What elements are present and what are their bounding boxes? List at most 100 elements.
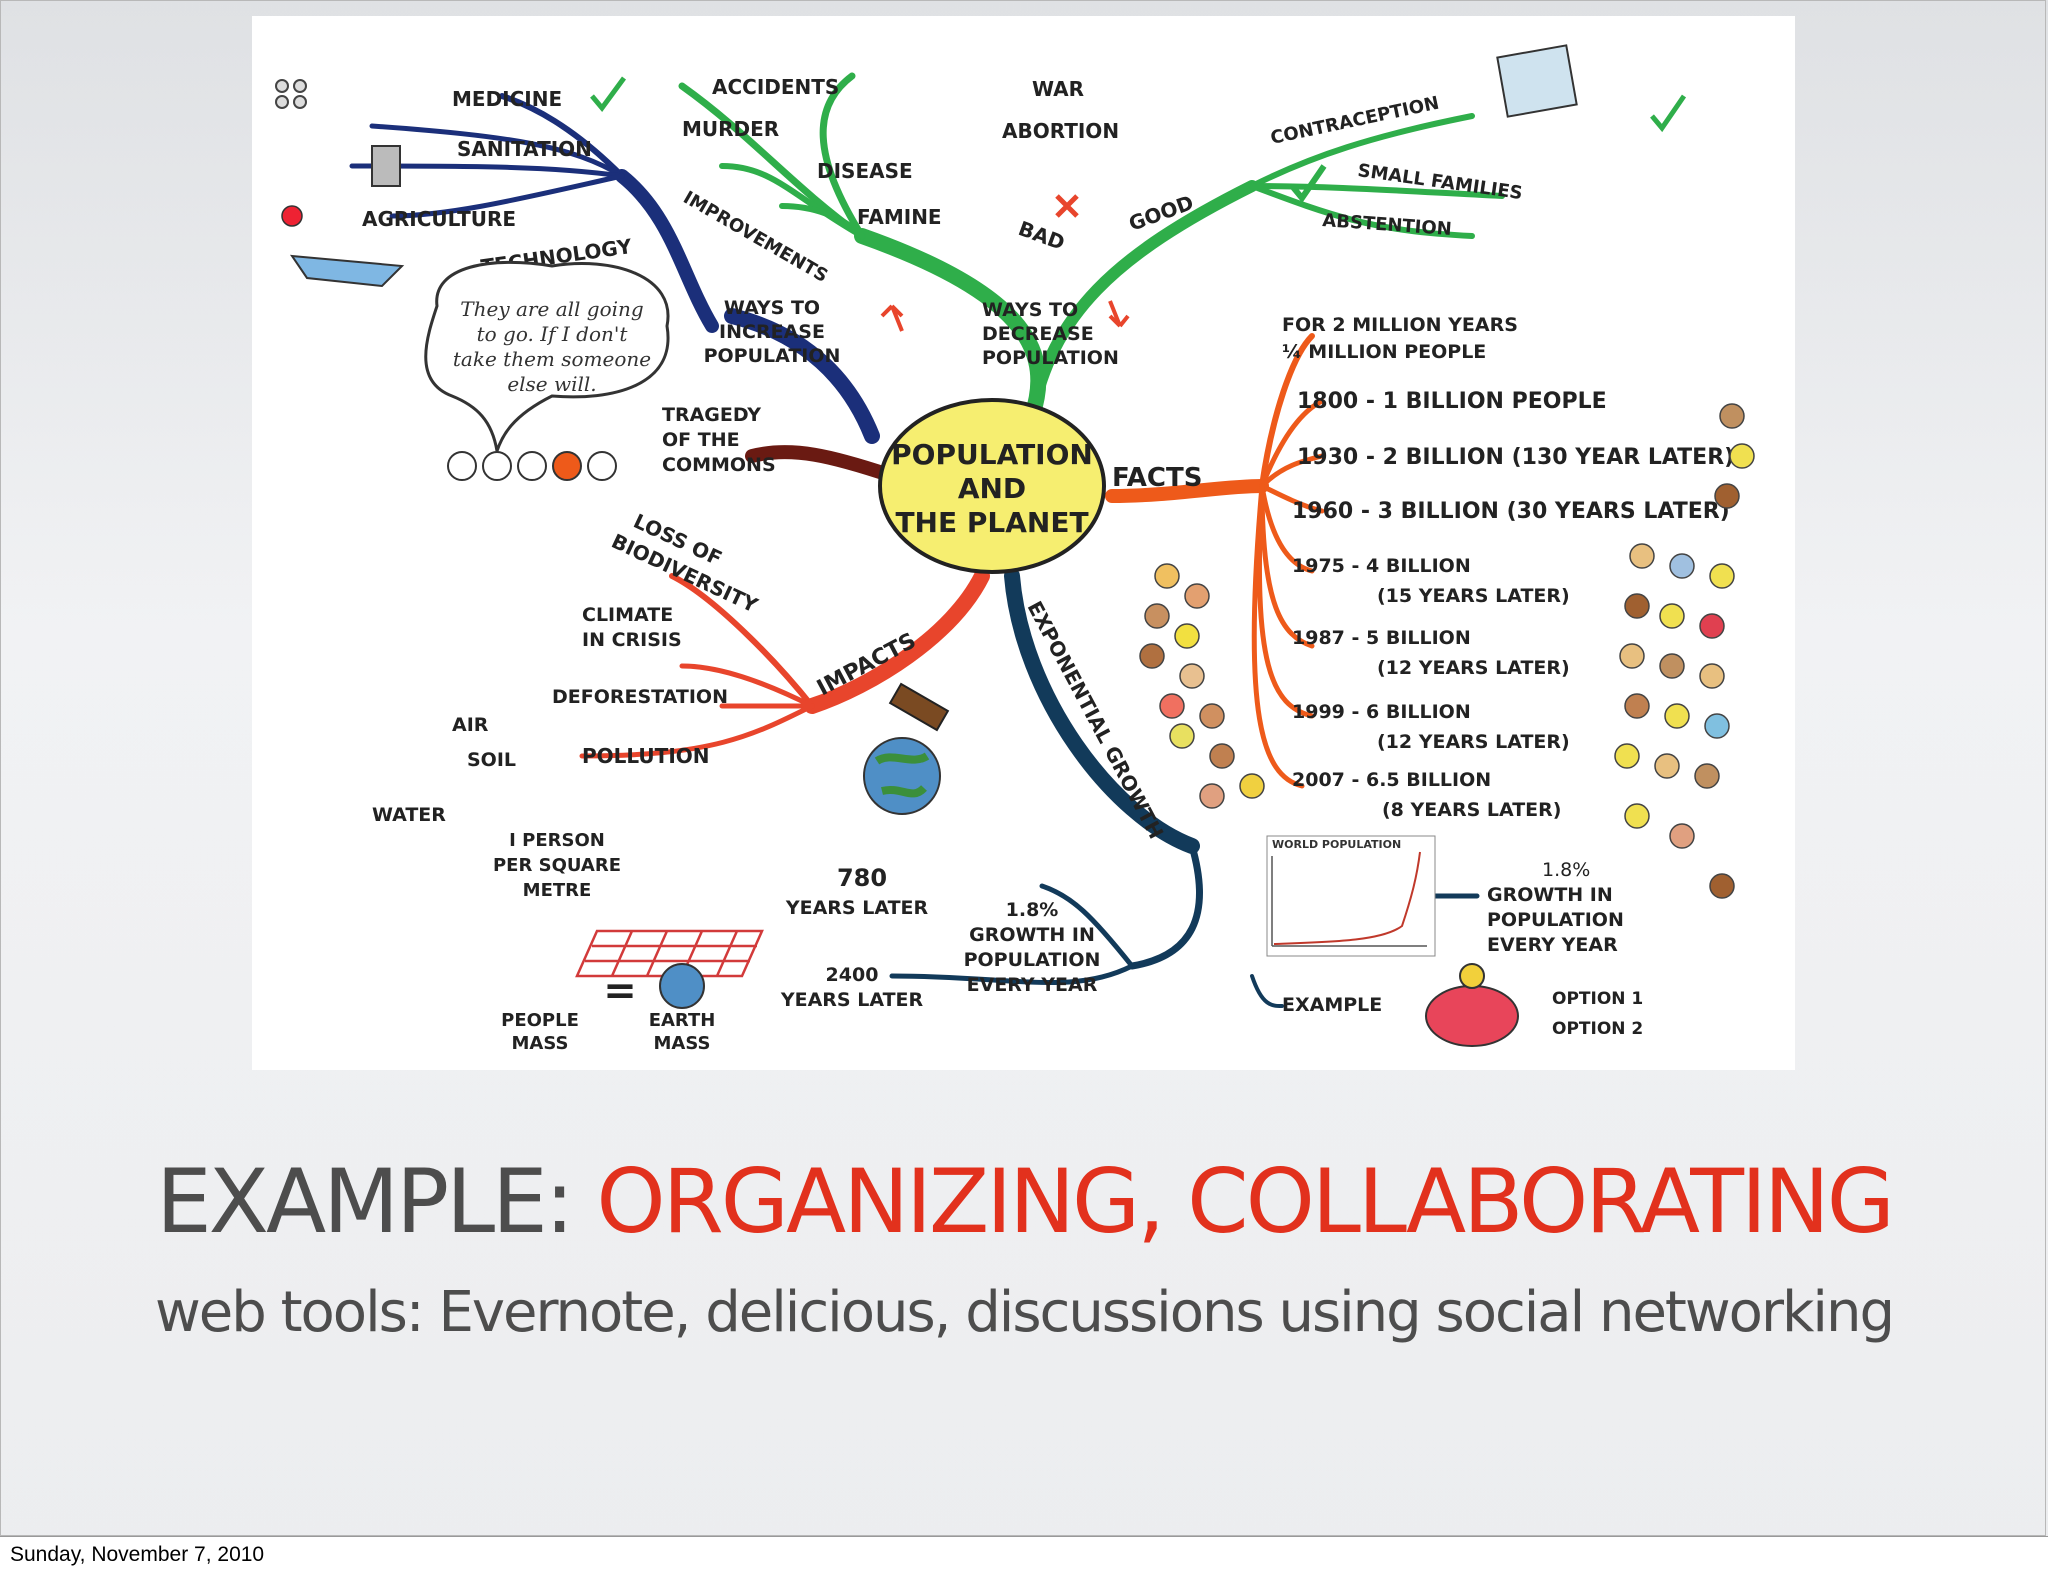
label-medicine: MEDICINE [452,87,562,111]
label-increase-3: POPULATION [704,345,841,367]
label-murder: MURDER [682,117,779,141]
label-option-1: OPTION 1 [1552,989,1643,1009]
label-accidents: ACCIDENTS [712,75,839,99]
trash-can-icon [371,145,401,187]
person-line-1: I PERSON [509,830,605,851]
label-air: AIR [452,714,489,736]
slide-title: EXAMPLE: ORGANIZING, COLLABORATING [0,1150,2048,1253]
branch-increase [615,169,719,333]
person-line-3: METRE [523,880,592,901]
center-node [878,398,1106,574]
rate-value: 1.8% [1542,859,1590,881]
title-accent: ORGANIZING, COLLABORATING [596,1150,1895,1253]
slide-frame [0,0,2046,1536]
years-780-value: 780 [837,864,887,892]
label-bad: BAD [1015,216,1068,255]
center-label-1: POPULATION [891,438,1093,471]
rate-line-3: EVERY YEAR [1487,934,1618,956]
label-increase-1: WAYS TO [724,297,820,319]
cross-icon [1055,194,1079,218]
square-grid-icon [575,929,764,978]
world-population-chart [1266,835,1436,957]
earth-icon [659,963,705,1009]
label-sanitation: SANITATION [457,137,592,161]
fact-4: 1960 - 3 BILLION (30 YEARS LATER) [1292,499,1730,524]
globe-icon [863,737,941,815]
label-abstention: ABSTENTION [1322,210,1453,240]
label-climate: CLIMATE [582,604,673,626]
hammer-icon [888,682,950,732]
pill-pack-icon [1496,44,1578,118]
fact-6-line-1: 1987 - 5 BILLION [1292,627,1471,649]
people-mass-1: PEOPLE [501,1010,579,1031]
fact-2: 1800 - 1 BILLION PEOPLE [1297,389,1607,414]
speech-line-3: take them someone [453,347,651,371]
label-option-2: OPTION 2 [1552,1019,1643,1039]
mind-map-image: POPULATION AND THE PLANET MEDICINE SANIT… [252,16,1795,1070]
label-tragedy-2: OF THE [662,429,740,451]
label-abortion: ABORTION [1002,119,1119,143]
rate-line-1: GROWTH IN [1487,884,1613,906]
up-arrow-icon [880,304,904,332]
fact-6-line-2: (12 YEARS LATER) [1377,657,1570,679]
footer-date: Sunday, November 7, 2010 [10,1543,265,1566]
fact-7-line-1: 1999 - 6 BILLION [1292,701,1471,723]
fact-1-line-2: ¼ MILLION PEOPLE [1282,341,1486,363]
label-small-families: SMALL FAMILIES [1356,160,1524,204]
chart-title: WORLD POPULATION [1272,838,1401,851]
check-icon [1289,164,1327,203]
years-2400-value: 2400 [826,964,879,986]
people-faces-cluster [1139,403,1755,899]
label-deforestation: DEFORESTATION [552,686,728,708]
label-contraception: CONTRACEPTION [1269,93,1441,149]
airplane-icon [289,254,405,288]
coin-icon [1459,963,1485,989]
branch-tragedy [745,445,899,483]
fact-8-line-2: (8 YEARS LATER) [1382,799,1561,821]
speech-line-2: to go. If I don't [477,322,629,346]
label-tragedy-1: TRAGEDY [662,404,761,426]
years-780-label: YEARS LATER [785,897,929,919]
piggy-bank-icon [1425,985,1519,1047]
check-icon [590,76,627,113]
label-disease: DISEASE [817,159,913,183]
faces-row [447,451,617,481]
fact-5-line-1: 1975 - 4 BILLION [1292,555,1471,577]
label-increase-2: INCREASE [719,321,825,343]
speech-bubble [424,260,670,452]
label-tragedy-3: COMMONS [662,454,776,476]
footer-bar: Sunday, November 7, 2010 [0,1536,2048,1577]
label-agriculture: AGRICULTURE [362,207,516,231]
branch-growth [1004,568,1200,854]
fact-8-line-1: 2007 - 6.5 BILLION [1292,769,1491,791]
fact-7-line-2: (12 YEARS LATER) [1377,731,1570,753]
rate-small-line-1: GROWTH IN [969,924,1095,946]
check-icon [1650,94,1687,133]
label-soil: SOIL [467,749,516,771]
fact-3: 1930 - 2 BILLION (130 YEAR LATER) [1297,445,1734,470]
label-decrease-1: WAYS TO [982,299,1078,321]
slide-subtitle: web tools: Evernote, delicious, discussi… [154,1280,1895,1345]
center-label-3: THE PLANET [895,506,1088,539]
down-arrow-icon [1108,300,1130,328]
label-war: WAR [1032,77,1084,101]
label-in-crisis: IN CRISIS [582,629,682,651]
rate-small-line-2: POPULATION [964,949,1101,971]
rate-line-2: POPULATION [1487,909,1624,931]
branch-facts [1105,479,1269,503]
label-decrease-2: DECREASE [982,323,1094,345]
person-line-2: PER SQUARE [493,855,621,876]
speech-line-4: else will. [507,372,596,396]
years-2400-label: YEARS LATER [780,989,924,1011]
label-decrease-3: POPULATION [982,347,1119,369]
earth-mass-2: MASS [654,1033,711,1054]
population-curve [1273,851,1421,945]
label-famine: FAMINE [857,205,942,229]
earth-mass-1: EARTH [649,1010,716,1031]
label-exponential-growth: EXPONENTIAL GROWTH [1023,597,1169,843]
rate-small-value: 1.8% [1006,899,1059,921]
people-mass-2: MASS [512,1033,569,1054]
fact-5-line-2: (15 YEARS LATER) [1377,585,1570,607]
label-facts: FACTS [1112,463,1202,493]
rate-small-line-3: EVERY YEAR [967,974,1098,996]
